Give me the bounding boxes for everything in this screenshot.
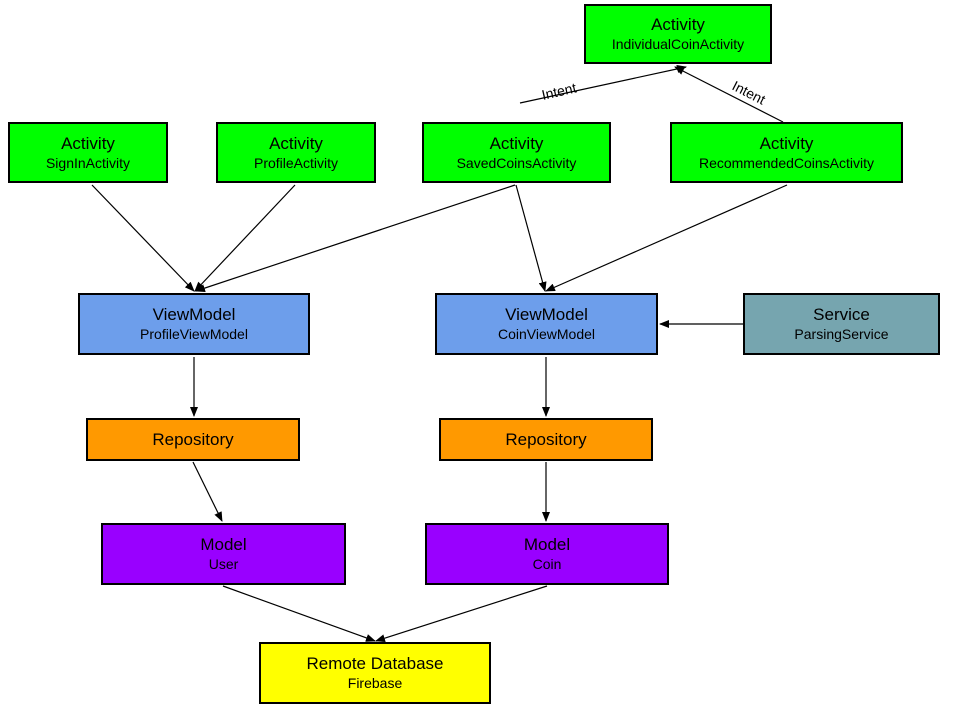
- node-individual-coin-activity: Activity IndividualCoinActivity: [584, 4, 772, 64]
- node-kind-label: Service: [813, 305, 870, 324]
- edge-label-intent: Intent: [540, 79, 578, 102]
- node-user-model: Model User: [101, 523, 346, 585]
- node-coin-view-model: ViewModel CoinViewModel: [435, 293, 658, 355]
- node-kind-label: Model: [523, 535, 571, 554]
- node-recommended-coins-activity: Activity RecommendedCoinsActivity: [670, 122, 903, 183]
- node-kind-label: Activity: [61, 133, 115, 153]
- edge-arrow-repository-left-to-user-model: [192, 461, 223, 522]
- node-name-label: IndividualCoinActivity: [611, 36, 745, 52]
- edge-arrow-sign-in-activity-to-profile-view-model: [91, 184, 195, 292]
- node-name-label: ProfileViewModel: [140, 326, 248, 342]
- node-remote-database: Remote Database Firebase: [259, 642, 491, 704]
- node-kind-label: Remote Database: [306, 654, 444, 673]
- node-kind-label: ViewModel: [505, 305, 588, 324]
- node-name-label: CoinViewModel: [497, 326, 595, 342]
- node-parsing-service: Service ParsingService: [743, 293, 940, 355]
- edge-arrow-saved-coins-activity-to-coin-view-model: [515, 184, 547, 292]
- node-name-label: ParsingService: [794, 326, 889, 342]
- edge-arrow-user-model-to-remote-database: [222, 585, 376, 642]
- node-coin-model: Model Coin: [425, 523, 669, 585]
- edge-arrow-saved-coins-activity-to-individual-coin-activity: [519, 64, 687, 104]
- node-name-label: SignInActivity: [45, 154, 131, 171]
- node-saved-coins-activity: Activity SavedCoinsActivity: [422, 122, 611, 183]
- edge-arrow-coin-model-to-remote-database: [375, 585, 548, 643]
- edge-arrow-recommended-coins-activity-to-coin-view-model: [545, 184, 788, 292]
- node-kind-label: ViewModel: [152, 305, 236, 324]
- node-kind-label: Repository: [152, 429, 234, 449]
- node-profile-activity: Activity ProfileActivity: [216, 122, 376, 183]
- edge-arrow-profile-activity-to-profile-view-model: [194, 184, 296, 292]
- node-kind-label: Activity: [489, 133, 544, 153]
- node-repository-left: Repository: [86, 418, 300, 461]
- node-name-label: Firebase: [347, 675, 403, 691]
- node-sign-in-activity: Activity SignInActivity: [8, 122, 168, 183]
- node-name-label: SavedCoinsActivity: [456, 154, 577, 171]
- node-name-label: User: [208, 556, 239, 572]
- node-name-label: ProfileActivity: [253, 154, 339, 171]
- node-profile-view-model: ViewModel ProfileViewModel: [78, 293, 310, 355]
- edge-arrow-saved-coins-activity-to-profile-view-model: [195, 184, 516, 292]
- node-kind-label: Repository: [505, 429, 587, 449]
- node-name-label: Coin: [532, 556, 562, 572]
- edge-label-intent: Intent: [730, 77, 769, 107]
- node-kind-label: Activity: [759, 133, 814, 153]
- node-name-label: RecommendedCoinsActivity: [698, 154, 875, 171]
- node-kind-label: Activity: [269, 133, 323, 153]
- node-kind-label: Activity: [651, 15, 705, 34]
- node-kind-label: Model: [200, 535, 247, 554]
- node-repository-right: Repository: [439, 418, 653, 461]
- edge-arrow-recommended-coins-activity-to-individual-coin-activity: [674, 66, 784, 123]
